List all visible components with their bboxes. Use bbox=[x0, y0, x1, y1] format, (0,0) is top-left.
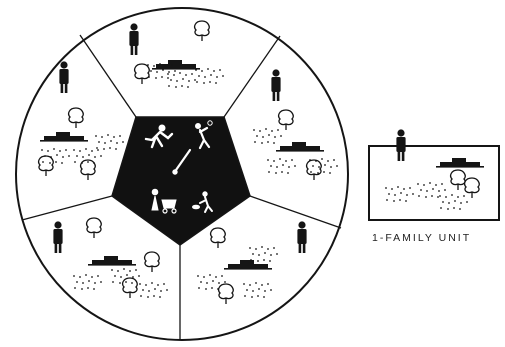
unit-caption: 1-FAMILY UNIT bbox=[372, 232, 502, 244]
single-family-unit bbox=[369, 129, 499, 220]
